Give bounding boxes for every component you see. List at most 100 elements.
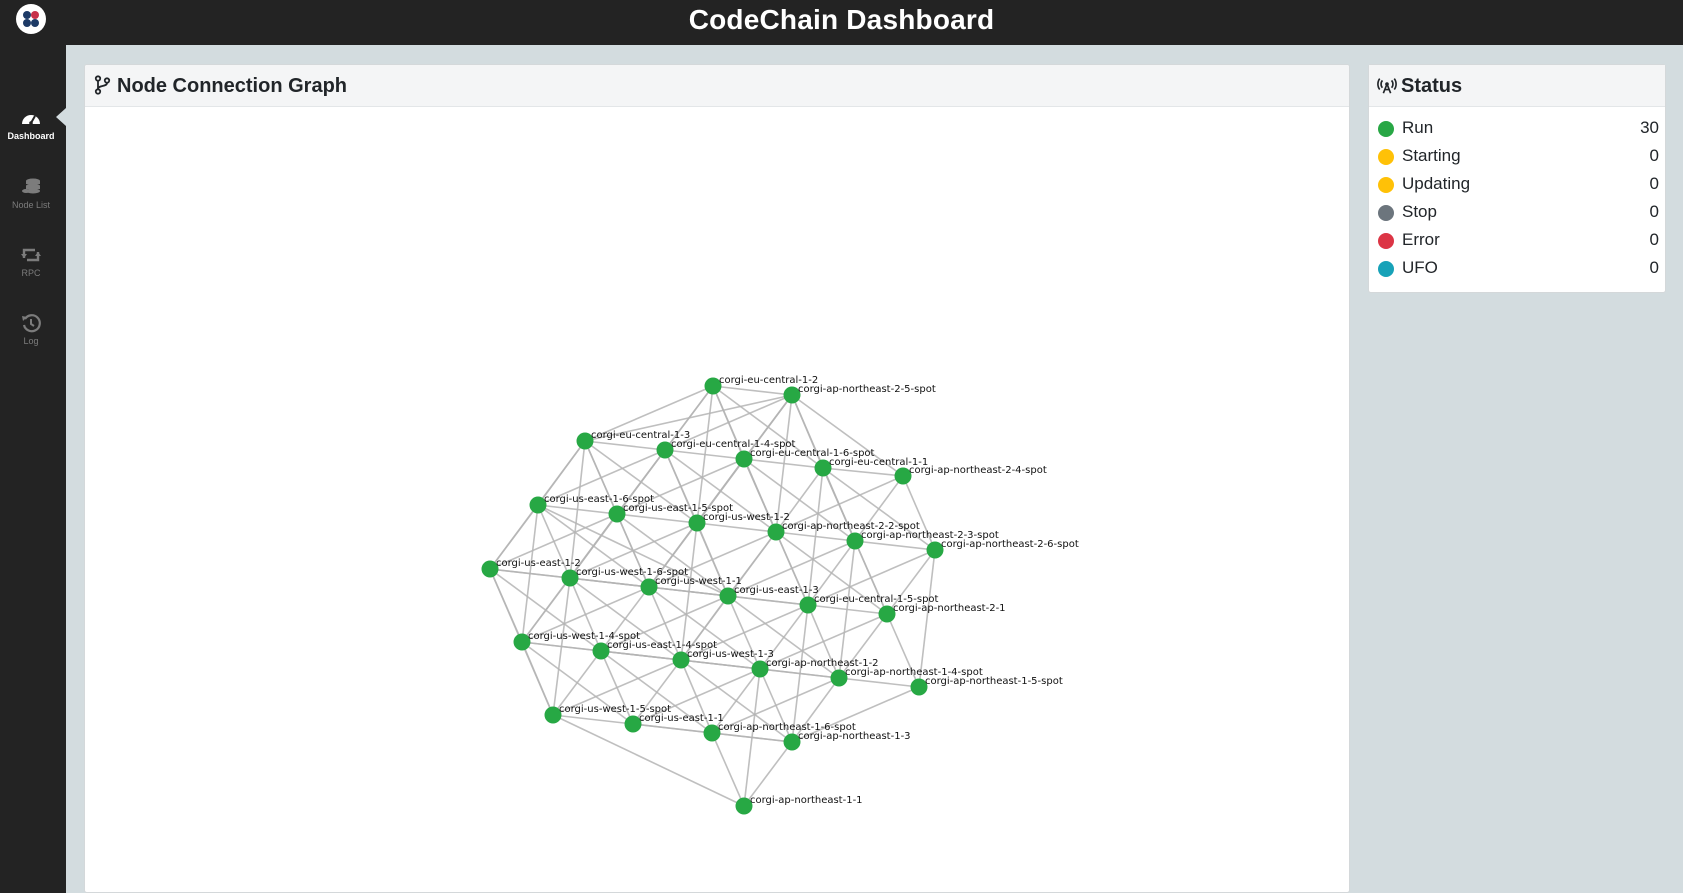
graph-node-circle[interactable] <box>719 587 737 605</box>
status-label: Stop <box>1402 202 1437 221</box>
graph-node[interactable]: corgi-us-west-1-3 <box>672 649 774 669</box>
graph-edge <box>886 549 936 615</box>
graph-edge <box>616 513 698 524</box>
graph-node-circle[interactable] <box>529 496 547 514</box>
graph-node-circle[interactable] <box>544 706 562 724</box>
graph-node-circle[interactable] <box>735 450 753 468</box>
active-nav-pointer <box>56 108 66 126</box>
graph-node-label: corgi-us-west-1-5-spot <box>559 704 671 715</box>
graph-node-circle[interactable] <box>878 605 896 623</box>
graph-node[interactable]: corgi-us-east-1-4-spot <box>592 640 718 660</box>
graph-node-circle[interactable] <box>910 678 928 696</box>
graph-node[interactable]: corgi-ap-northeast-2-5-spot <box>783 384 936 404</box>
graph-node[interactable]: corgi-ap-northeast-2-1 <box>878 603 1006 623</box>
graph-node[interactable]: corgi-us-west-1-5-spot <box>544 704 672 724</box>
status-label: UFO <box>1402 258 1438 277</box>
graph-node[interactable]: corgi-us-east-1-3 <box>719 585 819 605</box>
graph-node-circle[interactable] <box>767 523 785 541</box>
graph-node-label: corgi-us-west-1-2 <box>703 512 790 523</box>
graph-node[interactable]: corgi-us-west-1-2 <box>688 512 790 532</box>
graph-edge <box>552 659 682 716</box>
graph-node[interactable]: corgi-us-west-1-1 <box>640 576 742 596</box>
graph-node-label: corgi-us-west-1-6-spot <box>576 567 688 578</box>
graph-edge <box>838 613 888 679</box>
graph-node[interactable]: corgi-us-east-1-6-spot <box>529 494 655 514</box>
graph-node[interactable]: corgi-ap-northeast-2-2-spot <box>767 521 920 541</box>
graph-edge <box>711 732 745 807</box>
sidebar-item-rpc[interactable]: RPC <box>0 245 62 278</box>
graph-edge <box>680 595 729 661</box>
sidebar-item-label: Dashboard <box>7 131 55 141</box>
graph-node[interactable]: corgi-eu-central-1-2 <box>704 375 819 395</box>
codechain-logo[interactable] <box>16 4 46 34</box>
graph-node[interactable]: corgi-ap-northeast-2-4-spot <box>894 465 1047 485</box>
graph-node[interactable]: corgi-us-west-1-4-spot <box>513 631 641 651</box>
graph-node-circle[interactable] <box>608 505 626 523</box>
graph-node-circle[interactable] <box>704 377 722 395</box>
graph-node[interactable]: corgi-ap-northeast-2-6-spot <box>926 539 1079 559</box>
graph-node[interactable]: corgi-ap-northeast-1-5-spot <box>910 676 1063 696</box>
graph-node-circle[interactable] <box>624 715 642 733</box>
graph-node-circle[interactable] <box>894 467 912 485</box>
top-bar: CodeChain Dashboard <box>0 0 1683 45</box>
graph-node[interactable]: corgi-eu-central-1-4-spot <box>656 439 796 459</box>
graph-node-circle[interactable] <box>592 642 610 660</box>
graph-node-circle[interactable] <box>799 596 817 614</box>
graph-node[interactable]: corgi-ap-northeast-2-3-spot <box>846 530 999 550</box>
graph-node-circle[interactable] <box>576 432 594 450</box>
graph-node-circle[interactable] <box>735 797 753 815</box>
graph-node-circle[interactable] <box>672 651 690 669</box>
broadcast-tower-icon <box>1377 78 1397 94</box>
sidebar-item-log[interactable]: Log <box>0 313 62 346</box>
status-list: Run 30 Starting 0 Updating 0 Stop 0 Erro… <box>1377 117 1659 285</box>
graph-edge <box>791 686 920 743</box>
graph-node[interactable]: corgi-us-east-1-1 <box>624 713 724 733</box>
graph-node-label: corgi-us-west-1-4-spot <box>528 631 640 642</box>
graph-node-circle[interactable] <box>783 386 801 404</box>
graph-node-circle[interactable] <box>814 459 832 477</box>
graph-node-circle[interactable] <box>703 724 721 742</box>
graph-node-circle[interactable] <box>688 514 706 532</box>
graph-node[interactable]: corgi-eu-central-1-6-spot <box>735 448 875 468</box>
graph-node[interactable]: corgi-eu-central-1-1 <box>814 457 929 477</box>
graph-node[interactable]: corgi-eu-central-1-5-spot <box>799 594 939 614</box>
graph-node-circle[interactable] <box>926 541 944 559</box>
graph-node[interactable]: corgi-eu-central-1-3 <box>576 430 691 450</box>
status-row-error: Error 0 <box>1377 229 1659 257</box>
graph-node-circle[interactable] <box>830 669 848 687</box>
graph-node-circle[interactable] <box>481 560 499 578</box>
node-graph[interactable]: corgi-eu-central-1-2corgi-ap-northeast-2… <box>85 108 1350 893</box>
status-row-stop: Stop 0 <box>1377 201 1659 229</box>
graph-node[interactable]: corgi-ap-northeast-1-6-spot <box>703 722 856 742</box>
graph-node-circle[interactable] <box>846 532 864 550</box>
graph-edge <box>759 604 809 670</box>
graph-node-circle[interactable] <box>640 578 658 596</box>
graph-edge <box>664 394 793 451</box>
graph-node[interactable]: corgi-ap-northeast-1-1 <box>735 795 863 815</box>
graph-edge <box>537 504 618 515</box>
graph-node[interactable]: corgi-us-east-1-2 <box>481 558 581 578</box>
graph-node[interactable]: corgi-ap-northeast-1-4-spot <box>830 667 983 687</box>
sidebar-item-node-list[interactable]: Node List <box>0 177 62 210</box>
status-dot-updating <box>1378 177 1394 193</box>
graph-edge <box>632 668 761 725</box>
graph-edge <box>648 531 777 588</box>
graph-node-label: corgi-ap-northeast-2-3-spot <box>861 530 999 541</box>
status-count: 0 <box>1649 202 1659 221</box>
graph-node-circle[interactable] <box>513 633 531 651</box>
graph-edge <box>537 449 666 506</box>
graph-node-circle[interactable] <box>751 660 769 678</box>
graph-node-circle[interactable] <box>656 441 674 459</box>
graph-node[interactable]: corgi-us-east-1-5-spot <box>608 503 734 523</box>
sidebar-item-dashboard[interactable]: Dashboard <box>0 108 62 141</box>
graph-node-circle[interactable] <box>783 733 801 751</box>
graph-edge <box>489 513 618 570</box>
graph-node[interactable]: corgi-ap-northeast-1-3 <box>783 731 911 751</box>
status-label: Run <box>1402 118 1434 137</box>
graph-node[interactable]: corgi-ap-northeast-1-2 <box>751 658 879 678</box>
database-icon <box>22 178 40 194</box>
status-count: 0 <box>1649 146 1659 165</box>
graph-node-label: corgi-ap-northeast-1-2 <box>766 658 879 669</box>
graph-node-circle[interactable] <box>561 569 579 587</box>
graph-node[interactable]: corgi-us-west-1-6-spot <box>561 567 689 587</box>
